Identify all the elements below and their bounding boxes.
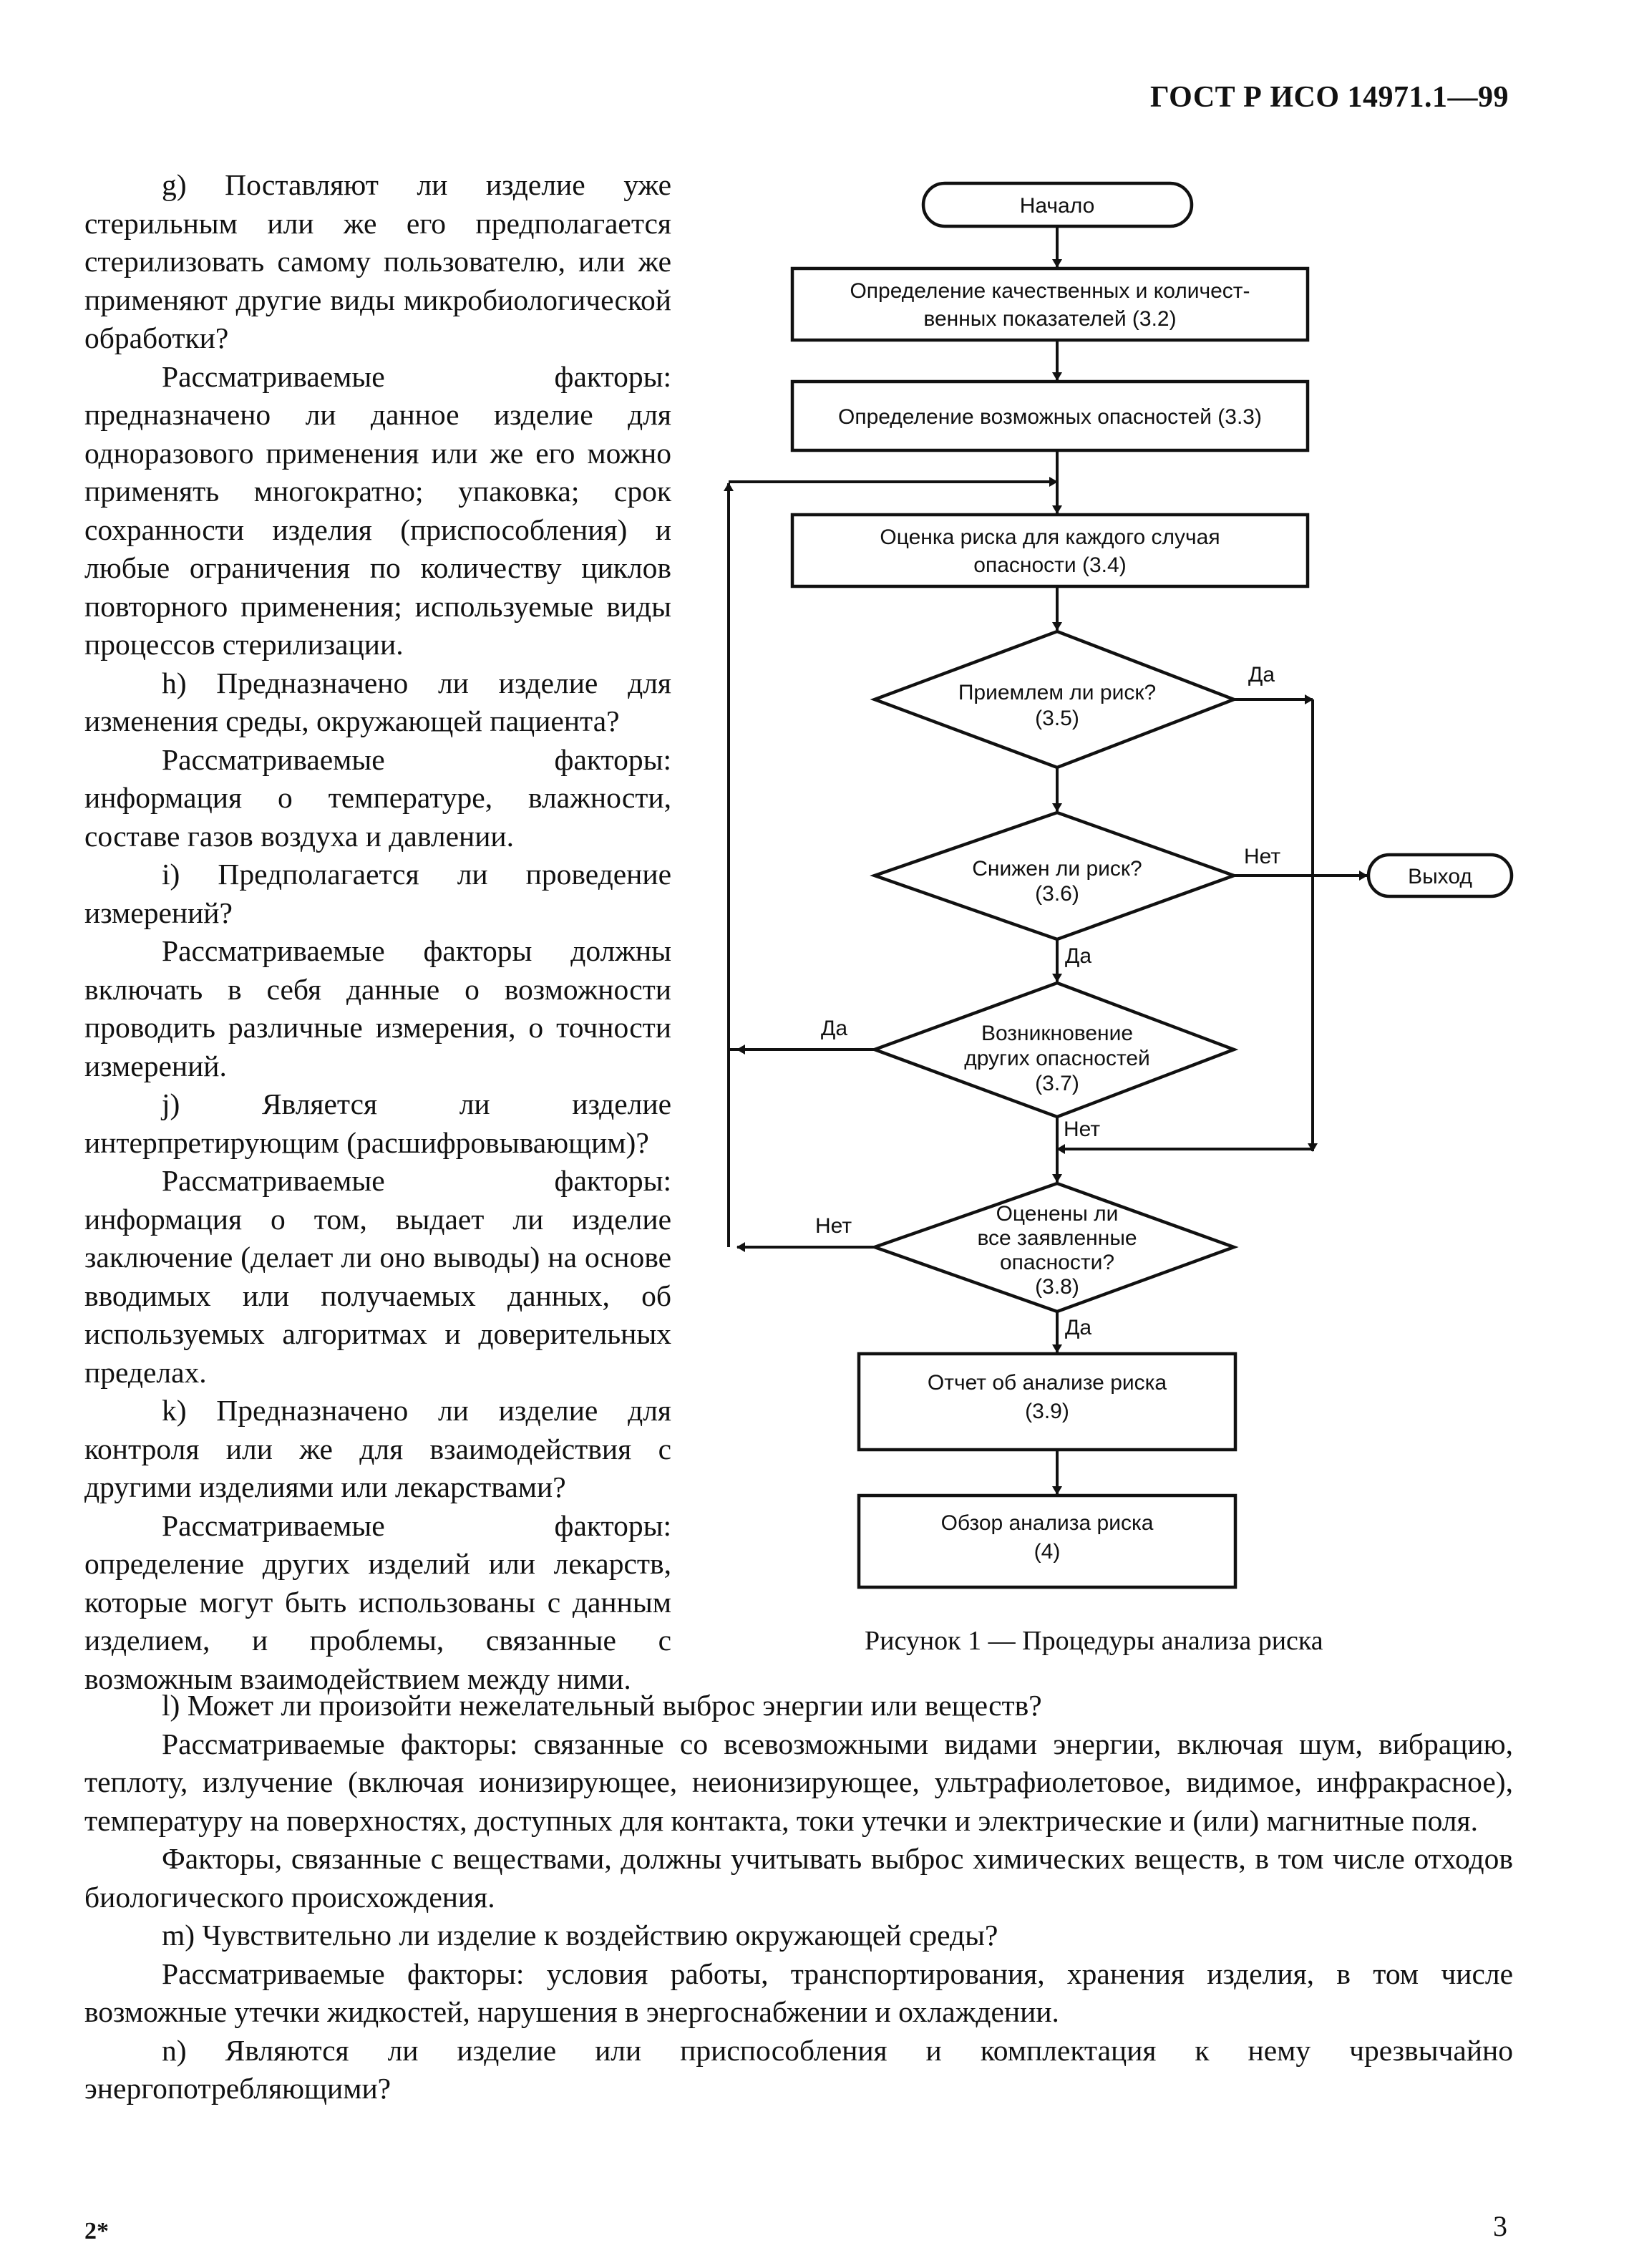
step-3-3-box: Определение возможных опасностей (3.3) [790, 379, 1310, 452]
decision-3-7-diamond: Возникновение других опасностей (3.7) [870, 981, 1239, 1119]
paragraph: m) Чувствительно ли изделие к воздействи… [162, 1919, 998, 1952]
svg-text:других опасностей: других опасностей [964, 1047, 1150, 1070]
paragraph: Рассматриваемые факторы: предназначено л… [84, 359, 671, 662]
paragraph: Рассматриваемые факторы: информация о те… [84, 742, 671, 853]
svg-text:Приемлем ли риск?: Приемлем ли риск? [958, 681, 1156, 704]
paragraph: j) Является ли изделие интерпретирующим … [84, 1087, 671, 1159]
no-label: Нет [815, 1214, 852, 1238]
yes-label: Да [1248, 663, 1275, 687]
standard-code-header: ГОСТ Р ИСО 14971.1—99 [1149, 81, 1509, 114]
step-3-4-box: Оценка риска для каждого случая опасност… [790, 513, 1310, 588]
step-4-box: Обзор анализа риска (4) [857, 1493, 1237, 1589]
svg-text:Определение возможных опасност: Определение возможных опасностей (3.3) [838, 405, 1262, 429]
paragraph: Рассматриваемые факторы должны включать … [84, 934, 671, 1082]
svg-text:Выход: Выход [1408, 865, 1472, 888]
paragraph: Рассматриваемые факторы: связанные со вс… [84, 1727, 1513, 1837]
left-text-column: g) Поставляют ли изделие уже стерильным … [84, 166, 671, 1698]
paragraph: l) Может ли произойти нежелательный выбр… [162, 1689, 1042, 1722]
paragraph: n) Являются ли изделие или приспособлени… [84, 2033, 1513, 2105]
step-3-9-box: Отчет об анализе риска (3.9) [857, 1352, 1237, 1452]
svg-text:Определение качественных и кол: Определение качественных и количест- [850, 279, 1250, 303]
svg-text:Возникновение: Возникновение [981, 1022, 1133, 1045]
svg-text:(3.5): (3.5) [1035, 707, 1079, 730]
decision-3-8-diamond: Оценены ли все заявленные опасности? (3.… [870, 1181, 1239, 1314]
svg-text:(3.7): (3.7) [1035, 1072, 1079, 1095]
svg-text:Отчет об анализе риска: Отчет об анализе риска [928, 1371, 1167, 1395]
svg-text:Обзор анализа риска: Обзор анализа риска [941, 1511, 1154, 1535]
svg-text:Оценка риска для каждого случа: Оценка риска для каждого случая [880, 525, 1220, 549]
yes-label: Да [1065, 1316, 1091, 1339]
svg-text:(3.6): (3.6) [1035, 882, 1079, 906]
step-3-2-box: Определение качественных и количест- вен… [790, 266, 1310, 342]
svg-text:(3.8): (3.8) [1035, 1275, 1079, 1299]
yes-label: Да [1065, 944, 1091, 968]
paragraph: k) Предназначено ли изделие для контроля… [84, 1394, 671, 1503]
svg-text:Начало: Начало [1020, 194, 1095, 218]
paragraph: Рассматриваемые факторы: информация о то… [84, 1164, 671, 1389]
decision-3-6-diamond: Снижен ли риск? (3.6) [870, 810, 1239, 941]
paragraph: g) Поставляют ли изделие уже стерильным … [84, 168, 671, 354]
svg-text:венных показателей (3.2): венных показателей (3.2) [923, 307, 1176, 331]
bottom-text-block: l) Может ли произойти нежелательный выбр… [84, 1687, 1513, 2108]
svg-text:все заявленные: все заявленные [977, 1226, 1137, 1250]
risk-analysis-flowchart: Начало Определение качественных и количе… [724, 181, 1514, 1589]
figure-caption: Рисунок 1 — Процедуры анализа риска [865, 1626, 1323, 1656]
paragraph: i) Предполагается ли проведение измерени… [84, 858, 671, 929]
paragraph: Факторы, связанные с веществами, должны … [84, 1842, 1513, 1914]
paragraph: h) Предназначено ли изделие для изменени… [84, 666, 671, 738]
sheet-signature: 2* [84, 2218, 109, 2244]
svg-text:(4): (4) [1034, 1540, 1061, 1564]
paragraph: Рассматриваемые факторы: условия работы,… [84, 1957, 1513, 2029]
svg-text:(3.9): (3.9) [1025, 1400, 1069, 1423]
svg-text:Оценены ли: Оценены ли [996, 1202, 1119, 1226]
no-label: Нет [1064, 1118, 1100, 1141]
no-label: Нет [1244, 845, 1280, 868]
paragraph: Рассматриваемые факторы: определение дру… [84, 1508, 671, 1695]
yes-label: Да [821, 1017, 847, 1040]
svg-text:Снижен ли риск?: Снижен ли риск? [972, 857, 1142, 881]
page-number: 3 [1493, 2210, 1507, 2242]
start-terminal: Начало [921, 181, 1194, 228]
svg-text:опасности?: опасности? [1000, 1251, 1114, 1274]
svg-text:опасности (3.4): опасности (3.4) [973, 553, 1126, 577]
exit-terminal: Выход [1366, 853, 1514, 898]
decision-3-5-diamond: Приемлем ли риск? (3.5) [870, 629, 1239, 770]
